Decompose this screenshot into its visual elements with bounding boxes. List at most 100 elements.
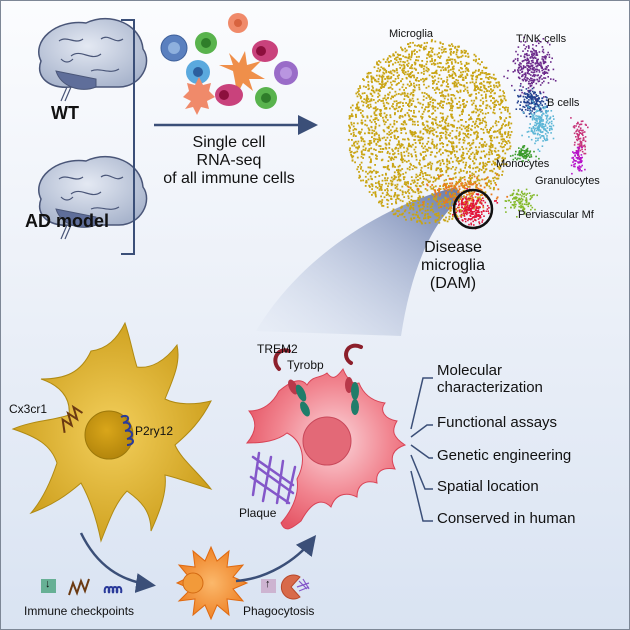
scatter-point [458,203,461,205]
scatter-point [347,138,350,141]
scatter-point [459,83,461,86]
scatter-point [523,98,526,101]
scatter-point [395,68,398,70]
scatter-point [431,105,434,108]
scatter-point [456,55,459,58]
scatter-point [529,74,532,76]
scatter-point [526,149,528,152]
scatter-point [472,139,475,142]
scatter-point [490,193,493,196]
scatter-point [491,153,493,155]
scatter-point [414,115,417,118]
scatter-point [449,68,452,71]
scatter-point [409,93,412,96]
scatter-point [441,173,444,176]
scatter-point [432,180,435,183]
scatter-point [457,120,460,123]
scatter-point [450,113,452,116]
scatter-point [496,130,499,132]
scatter-point [462,170,465,172]
scatter-point [468,199,471,202]
scatter-point [468,193,470,196]
scatter-point [525,200,528,202]
scatter-point [536,194,538,197]
scatter-point [391,210,394,212]
scatter-point [370,99,372,101]
scatter-point [427,110,429,113]
scatter-point [542,58,545,61]
scatter-point [484,162,487,165]
scatter-point [450,178,453,181]
scatter-point [402,158,405,161]
scatter-point [379,69,382,71]
scatter-point [536,58,538,61]
scatter-point [545,96,547,98]
scatter-point [445,185,447,188]
scatter-point [378,200,381,203]
scatter-point [524,108,527,111]
scatter-point [455,79,458,81]
scatter-point [507,134,510,137]
scatter-point [457,160,459,163]
scatter-point [479,73,482,76]
scatter-point [438,74,441,76]
scatter-point [413,148,416,151]
scatter-point [397,93,400,95]
scatter-point [482,80,485,83]
dam-label-line-2: microglia [420,256,485,274]
scatter-point [577,156,580,159]
scatter-point [360,112,362,114]
scatter-point [532,49,535,51]
scatter-point [537,80,540,83]
scatter-point [526,147,529,150]
scatter-point [387,57,389,60]
scatter-point [382,102,385,105]
scatter-point [407,195,410,198]
scatter-point [392,150,394,152]
scatter-point [410,72,412,74]
scatter-point [480,128,483,130]
scatter-point [419,177,422,180]
scatter-point [465,203,468,205]
scatter-point [369,119,371,122]
scatter-point [465,126,468,129]
scatter-point [425,154,427,157]
scatter-point [541,104,543,106]
scatter-point [431,75,433,78]
scatter-point [504,131,507,134]
scatter-point [579,149,582,152]
scatter-point [410,206,413,209]
scatter-point [446,166,449,169]
scatter-point [484,67,487,70]
scatter-point [542,123,544,126]
scatter-point [489,128,491,131]
scatter-point [527,104,529,106]
scatter-point [455,48,458,51]
scatter-point [481,194,483,196]
scatter-point [488,185,491,188]
scatter-point [450,157,452,160]
scatter-point [525,156,527,159]
scatter-point [363,153,366,156]
scatter-point [420,78,422,81]
scatter-point [489,107,492,110]
scatter-point [480,199,483,202]
scatter-point [465,161,468,164]
scatter-point [370,159,372,162]
scatter-point [441,51,444,54]
scatter-point [410,99,412,102]
scatter-point [405,150,408,153]
scatter-point [448,74,451,76]
scatter-point [379,90,381,92]
scatter-point [421,212,424,214]
scatter-point [399,199,402,202]
scatter-point [395,156,398,159]
scatter-point [361,169,364,172]
scatter-point [371,178,373,181]
scatter-point [406,167,409,170]
scatter-point [474,107,477,110]
scatter-point [411,133,414,136]
scatter-point [423,73,425,75]
scatter-point [405,77,408,80]
scatter-point [537,95,539,97]
